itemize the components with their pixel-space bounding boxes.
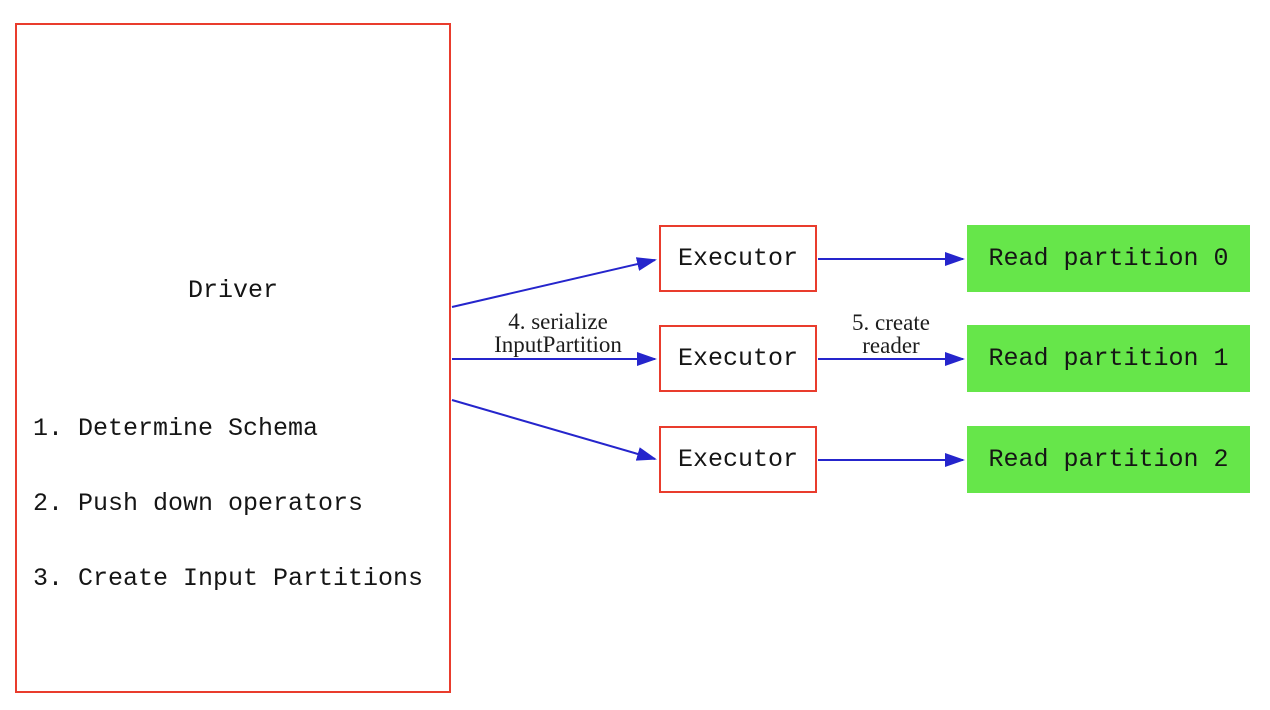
read-partition-box-1: Read partition 1 — [967, 325, 1250, 392]
arrow-driver-to-executor-2 — [451, 399, 657, 461]
driver-step-2: 2. Push down operators — [33, 489, 364, 518]
driver-step-3: 3. Create Input Partitions — [33, 564, 424, 593]
edge-label-reader-line2: reader — [862, 333, 920, 358]
executor-label-2: Executor — [677, 445, 799, 474]
read-partition-label-0: Read partition 0 — [988, 244, 1229, 273]
read-partition-box-2: Read partition 2 — [967, 426, 1250, 493]
executor-box-0: Executor — [659, 225, 817, 292]
read-partition-box-0: Read partition 0 — [967, 225, 1250, 292]
executor-label-0: Executor — [677, 244, 799, 273]
edge-label-serialize-line1: 4. serialize — [508, 309, 608, 334]
driver-steps-list: 1. Determine Schema 2. Push down operato… — [33, 366, 423, 641]
executor-box-2: Executor — [659, 426, 817, 493]
executor-box-1: Executor — [659, 325, 817, 392]
executor-label-1: Executor — [677, 344, 799, 373]
read-partition-label-1: Read partition 1 — [988, 344, 1229, 373]
driver-title: Driver — [187, 276, 278, 305]
edge-label-create-reader: 5. create reader — [831, 311, 951, 357]
arrow-driver-to-executor-0 — [451, 257, 657, 308]
read-partition-label-2: Read partition 2 — [988, 445, 1229, 474]
driver-step-1: 1. Determine Schema — [33, 414, 319, 443]
edge-label-serialize-line2: InputPartition — [494, 332, 622, 357]
edge-label-serialize-inputpartition: 4. serialize InputPartition — [468, 310, 648, 356]
edge-label-reader-line1: 5. create — [852, 310, 930, 335]
driver-box — [15, 23, 451, 693]
